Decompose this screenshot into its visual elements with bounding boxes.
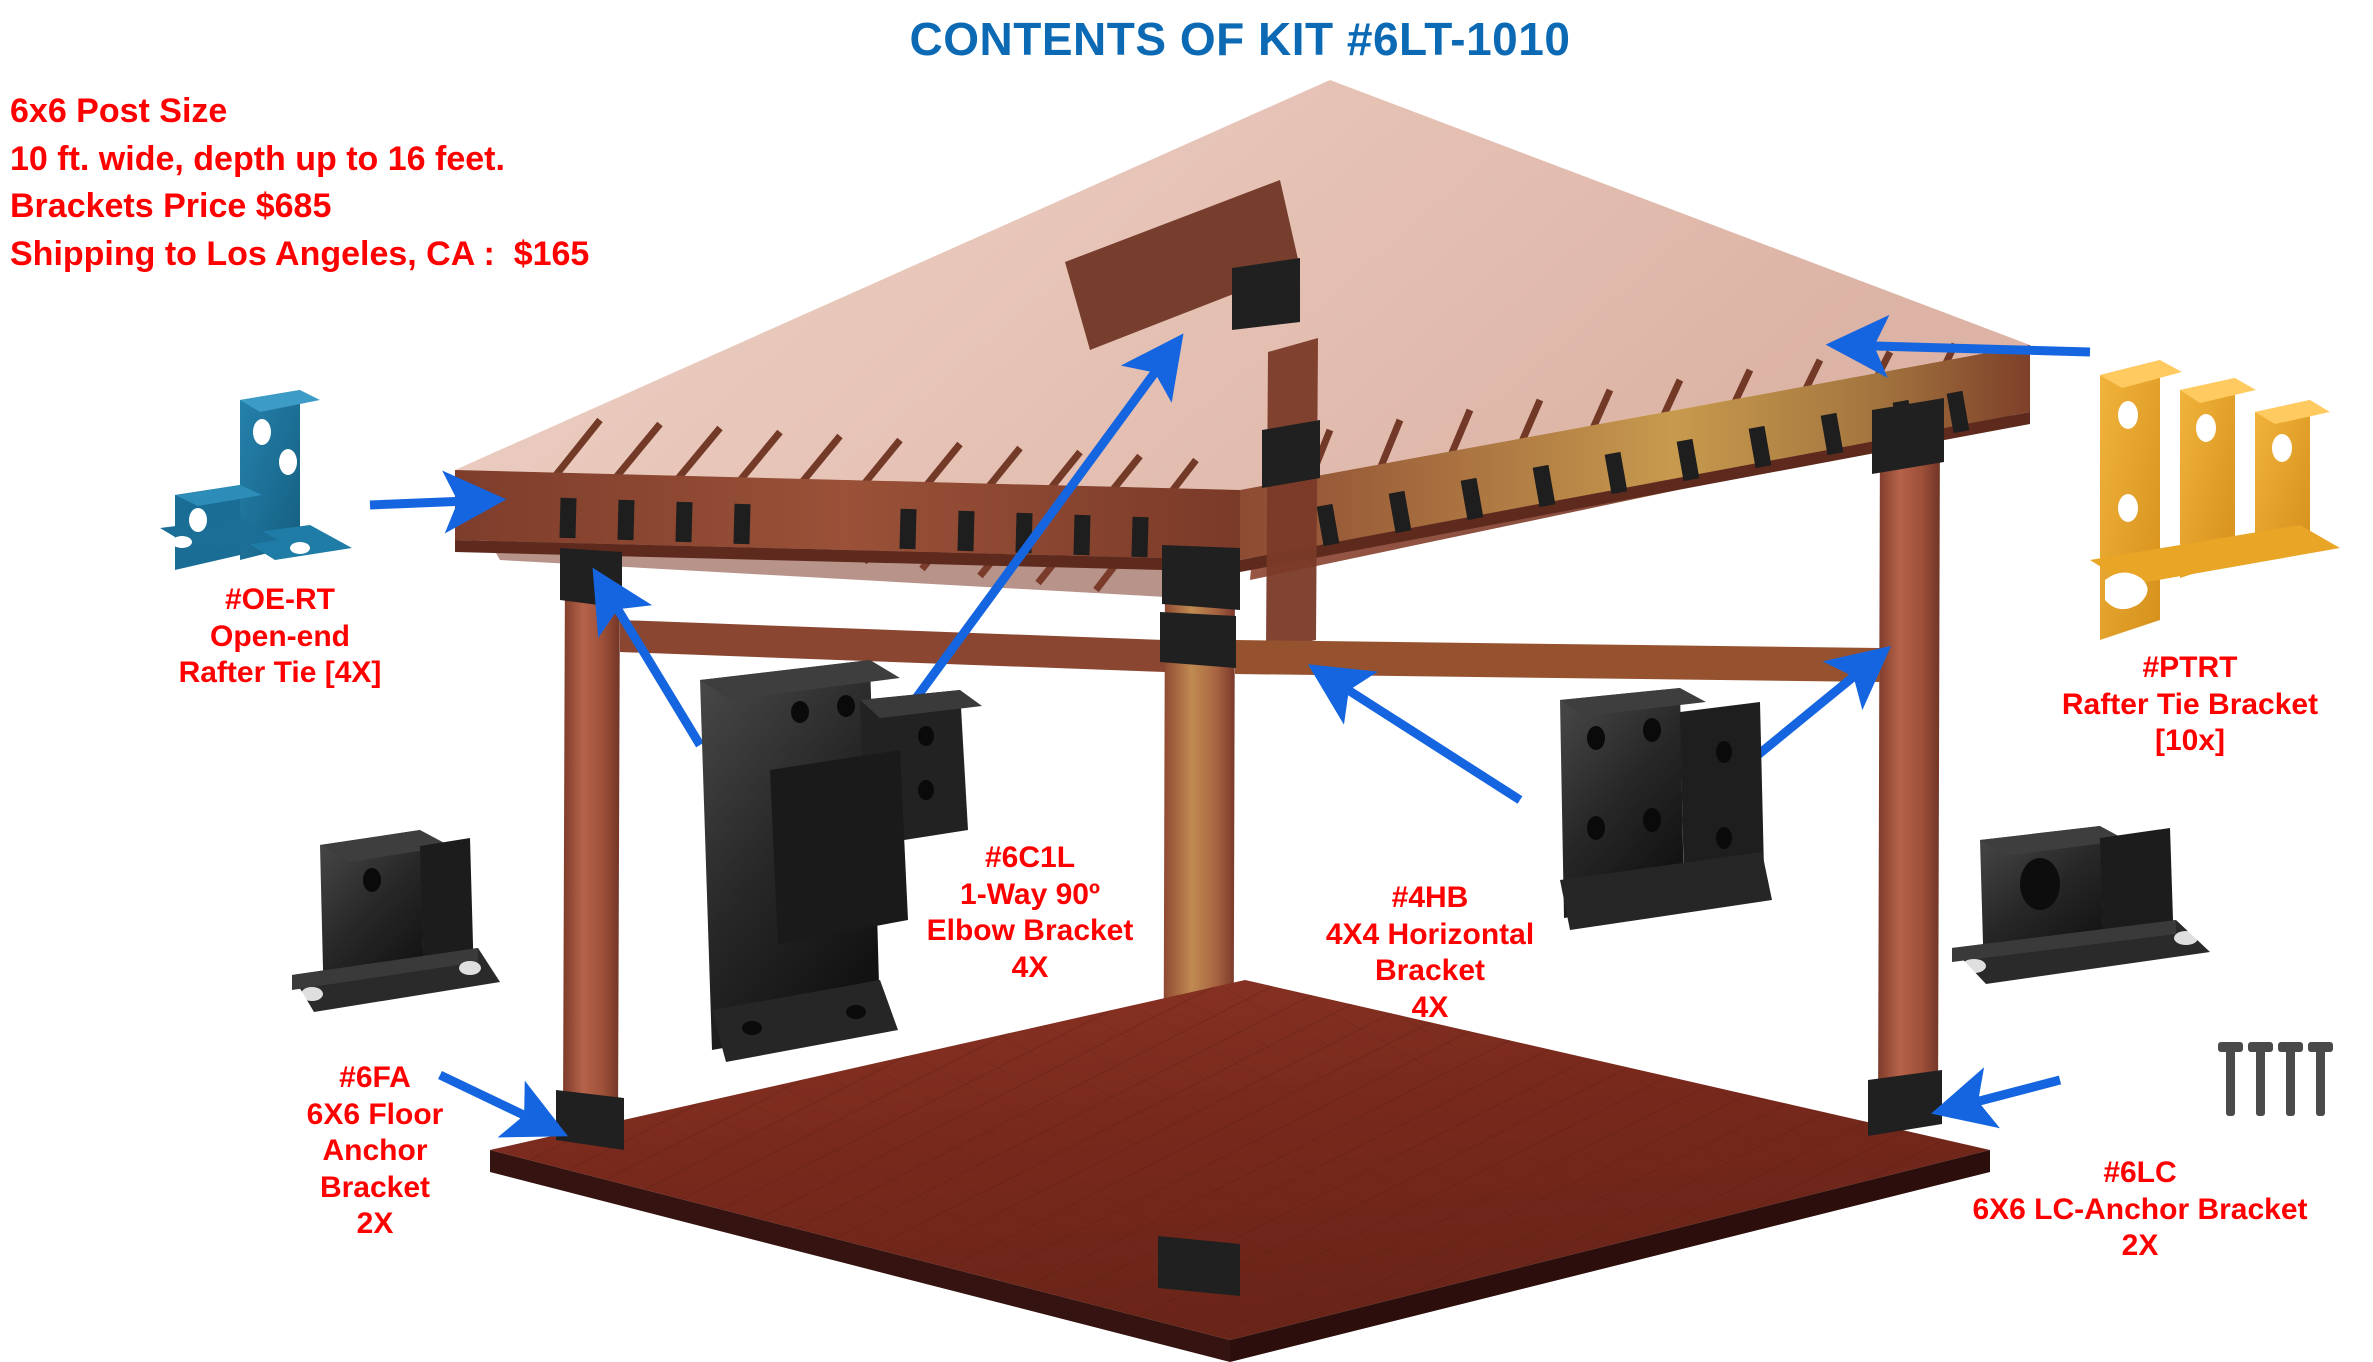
arrow-oe-rt	[369, 470, 507, 534]
callout-label-oe-rt: #OE-RT Open-end Rafter Tie [4X]	[178, 583, 382, 690]
bracket-6fa-art	[292, 830, 500, 1012]
beam-front-left	[455, 470, 1240, 572]
tie-beam-left	[620, 620, 1165, 672]
beam-back	[1065, 180, 1300, 350]
spec-line-post-size: 6x6 Post Size	[10, 92, 228, 130]
bracket-ptrt-art	[2090, 360, 2340, 640]
arrow-6c1l-a	[896, 333, 1184, 723]
arrow-4hb-a	[1307, 664, 1523, 804]
spec-line-shipping: Shipping to Los Angeles, CA : $165	[10, 234, 590, 273]
callout-label-6c1l: #6C1L 1-Way 90º Elbow Bracket 4X	[926, 841, 1134, 984]
arrow-ptrt	[1825, 314, 2091, 378]
bracket-6lc-art	[1952, 826, 2333, 1116]
callout-label-4hb: #4HB 4X4 Horizontal Bracket 4X	[1325, 881, 1535, 1024]
tie-beam-right	[1235, 640, 1880, 682]
arrow-6c1l-b	[592, 567, 704, 748]
arrow-6lc	[1931, 1067, 2062, 1129]
callout-label-6lc: #6LC 6X6 LC-Anchor Bracket 2X	[1972, 1156, 2308, 1263]
spec-line-dimensions: 10 ft. wide, depth up to 16 feet.	[10, 139, 505, 178]
deck	[490, 980, 1990, 1362]
bracket-4hb-art	[1560, 688, 1772, 930]
post-back	[1266, 338, 1318, 650]
callout-label-6fa: #6FA 6X6 Floor Anchor Bracket 2X	[306, 1061, 444, 1241]
callout-label-ptrt: #PTRT Rafter Tie Bracket [10x]	[2061, 651, 2319, 758]
spec-line-price: Brackets Price $685	[10, 187, 332, 226]
rafter-array-left	[517, 417, 1199, 593]
bracket-oe-rt-art	[160, 390, 352, 570]
post-right	[1878, 414, 1940, 1132]
rafter-tie-plates	[559, 390, 1970, 558]
arrow-4hb-b	[1712, 645, 1892, 794]
spec-block: 6x6 Post Size 10 ft. wide, depth up to 1…	[10, 88, 589, 278]
roof-slab	[455, 80, 2030, 536]
structure-brackets	[556, 258, 1944, 1296]
post-front-left	[563, 560, 620, 1130]
page-title: CONTENTS OF KIT #6LT-1010	[909, 13, 1571, 65]
rafter-array-right	[1286, 342, 1959, 532]
beam-right	[1240, 345, 2030, 572]
screws-icon	[2218, 1042, 2333, 1116]
